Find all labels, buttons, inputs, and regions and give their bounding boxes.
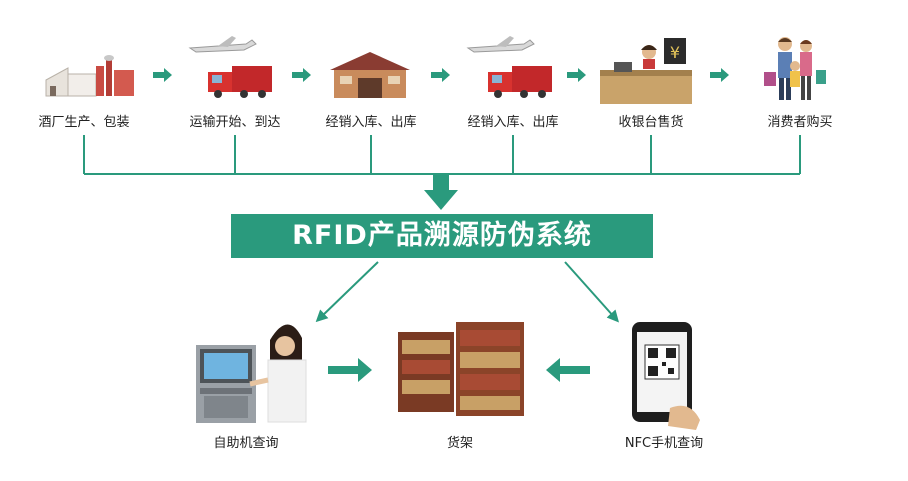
step-label-2: 运输开始、到达 xyxy=(189,115,281,130)
step-label-6: 消费者购买 xyxy=(767,115,833,130)
collector-lines xyxy=(83,135,801,175)
step-label-4: 经销入库、出库 xyxy=(467,115,559,130)
bottom-label-phone: NFC手机查询 xyxy=(624,436,704,451)
shopping-family-icon xyxy=(764,37,826,100)
system-banner: RFID产品溯源防伪系统 xyxy=(231,214,653,258)
cashier-counter-icon: ¥ xyxy=(600,38,692,104)
plane-truck-icon xyxy=(188,36,272,98)
store-shelf-icon xyxy=(398,322,524,416)
step-label-5: 收银台售货 xyxy=(618,115,684,130)
diagonal-arrows xyxy=(315,261,619,323)
bottom-arrows xyxy=(328,358,590,382)
svg-text:¥: ¥ xyxy=(670,43,680,62)
nfc-phone-qr-icon xyxy=(632,322,700,430)
down-arrow xyxy=(424,174,458,210)
self-service-kiosk-icon xyxy=(196,324,307,423)
plane-truck-icon-2 xyxy=(466,36,552,98)
winery-factory-icon xyxy=(45,55,134,97)
top-flow-arrows xyxy=(153,68,729,82)
step-label-3: 经销入库、出库 xyxy=(325,115,417,130)
bottom-label-shelf: 货架 xyxy=(446,436,473,451)
warehouse-icon xyxy=(330,52,410,98)
bottom-label-kiosk: 自助机查询 xyxy=(213,436,279,451)
step-label-1: 酒厂生产、包装 xyxy=(38,115,130,130)
